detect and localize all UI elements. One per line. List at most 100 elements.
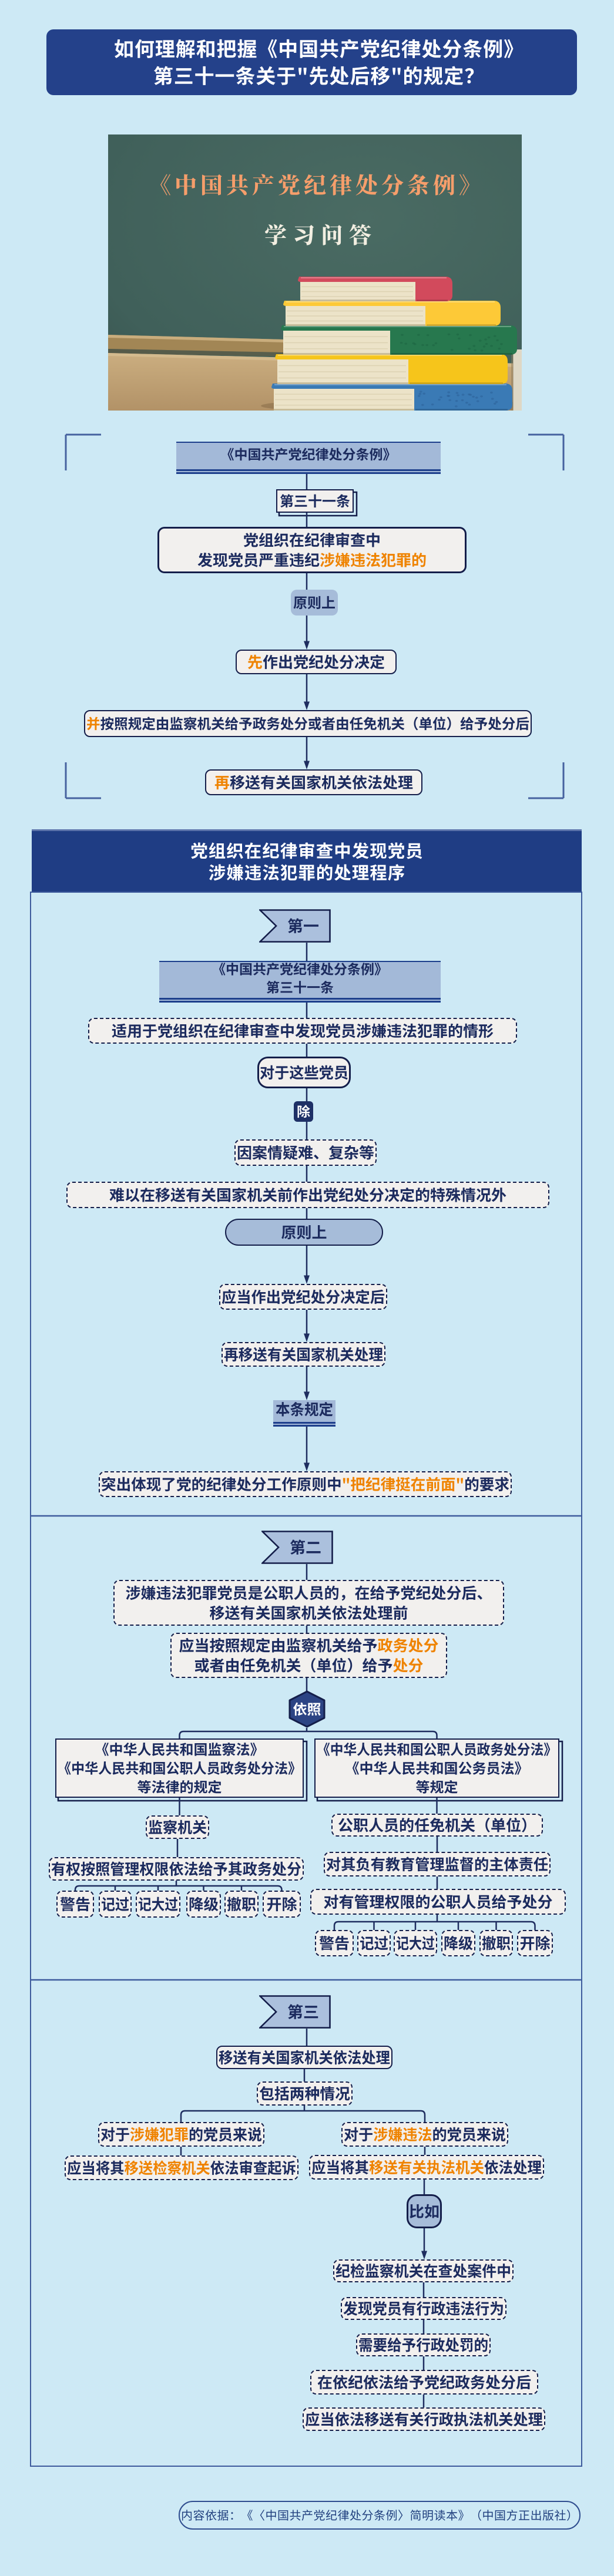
section1-principle-pill-glyphs [281, 1225, 327, 1240]
intro-step1-box: 先作出党纪处分决定 [236, 650, 397, 674]
section2-right-organ-box: 公职人员的任免机关（单位） [331, 1814, 543, 1837]
page-title-banner: 如何理解和把握《中国共产党纪律处分条例》第三十一条关于"先处后移"的规定？ [46, 29, 577, 95]
section1-exception1-box: 因案情疑难、复杂等 [234, 1139, 377, 1166]
sanction-right-3: 降级 [441, 1930, 475, 1956]
intro-regulation-bar: 《中国共产党纪律处分条例》 [176, 442, 441, 474]
section3-flag-glyphs [258, 1995, 331, 2029]
section2-left-power-box: 有权按照管理权限依法给予其政务处分 [49, 1857, 304, 1881]
sanction-left-0-glyphs [60, 1896, 90, 1912]
section2-basis-glyphs [288, 1690, 326, 1728]
sanction-right-2-glyphs [396, 1936, 435, 1951]
section3-right-action-box: 应当将其移送有关执法机关依法处理 [309, 2155, 544, 2180]
section2-right-scope-box-glyphs [324, 1894, 552, 1909]
intro-step3-box: 再移送有关国家机关依法处理 [205, 769, 422, 795]
sanction-right-4-glyphs [482, 1936, 511, 1951]
section2-basis-badge: 依照 [288, 1690, 326, 1728]
intro-principle-pill-glyphs [293, 596, 335, 610]
intro-regulation-bar-glyphs [227, 448, 390, 461]
intro-principle-pill: 原则上 [291, 590, 338, 616]
banner-title-glyphs [115, 39, 514, 86]
source-note: 内容依据：《〈中国共产党纪律处分条例〉简明读本》（中国方正出版社） [179, 2501, 581, 2530]
sanction-left-3-glyphs [189, 1896, 219, 1912]
sanction-left-4: 撤职 [224, 1891, 259, 1918]
section2-law-left-box: 《中华人民共和国监察法》《中华人民共和国公职人员政务处分法》等法律的规定 [55, 1738, 304, 1798]
section3-transfer-box-glyphs [219, 2050, 390, 2065]
section2-law-right-box: 《中华人民共和国公职人员政务处分法》《中华人民共和国公务员法》等规定 [314, 1738, 559, 1798]
section1-provision-box-glyphs [276, 1401, 333, 1417]
section1-exception2-box: 难以在移送有关国家机关前作出党纪处分决定的特殊情况外 [66, 1182, 549, 1208]
sanction-right-5-glyphs [520, 1935, 551, 1951]
procedure-title-band: 党组织在纪律审查中发现党员涉嫌违法犯罪的处理程序 [32, 829, 582, 892]
sanction-right-0: 警告 [315, 1930, 354, 1956]
section3-right-case-box: 对于涉嫌违法的党员来说 [341, 2122, 508, 2147]
sanction-left-5: 开除 [263, 1891, 301, 1918]
sanction-right-2: 记大过 [394, 1930, 437, 1956]
section3-cases-box-glyphs [259, 2086, 350, 2101]
section1-target-box-glyphs [260, 1065, 348, 1080]
section3-left-case-box: 对于涉嫌犯罪的党员来说 [98, 2122, 264, 2147]
section3-cases-box: 包括两种情况 [257, 2081, 353, 2106]
intro-step2-glyphs [87, 717, 529, 731]
intro-condition-box: 党组织在纪律审查中发现党员严重违纪涉嫌违法犯罪的 [157, 527, 467, 573]
section1-conclusion-box: 突出体现了党的纪律处分工作原则中"把纪律挺在前面"的要求 [99, 1471, 512, 1497]
section2-premise-box-glyphs [126, 1585, 482, 1620]
section1-target-box: 对于这些党员 [257, 1057, 351, 1088]
section1-step1-box-glyphs [222, 1289, 385, 1304]
section3-example-step2-box-glyphs [343, 2301, 503, 2316]
section1-except-glyphs [297, 1105, 310, 1118]
sanction-left-2: 记大过 [136, 1891, 180, 1918]
section2-left-organ-box-glyphs [149, 1820, 207, 1835]
section3-example-step4-box-glyphs [317, 2375, 531, 2390]
intro-article-box: 第三十一条 [276, 489, 354, 513]
sanction-left-3: 降级 [186, 1891, 221, 1918]
sanction-right-5: 开除 [517, 1930, 553, 1956]
section2-requirement-box: 应当按照规定由监察机关给予政务处分或者由任免机关（单位）给予处分 [170, 1633, 447, 1678]
section3-example-step5-box: 应当依法移送有关行政执法机关处理 [303, 2407, 545, 2431]
section1-provision-box: 本条规定 [273, 1400, 335, 1427]
section1-flag: 第一 [258, 909, 331, 943]
section2-right-organ-box-glyphs [338, 1817, 526, 1832]
section3-left-case-glyphs [100, 2127, 262, 2142]
section2-flag-glyphs [260, 1531, 333, 1564]
sanction-right-0-glyphs [319, 1936, 349, 1951]
section3-example-step1-box: 纪检监察机关在查处案件中 [333, 2259, 514, 2282]
section2-requirement-glyphs [179, 1637, 438, 1673]
section3-example-glyphs [407, 2194, 442, 2228]
intro-condition-glyphs [197, 532, 426, 567]
section1-flag-glyphs [258, 909, 331, 943]
procedure-title-glyphs [191, 842, 422, 880]
section1-step1-box: 应当作出党纪处分决定后 [219, 1284, 387, 1310]
footer-glyphs [182, 2509, 571, 2521]
section1-except-badge: 除 [294, 1101, 313, 1122]
section1-regulation-bar-glyphs [219, 962, 381, 994]
section2-premise-box: 涉嫌违法犯罪党员是公职人员的，在给予党纪处分后、移送有关国家机关依法处理前 [113, 1580, 504, 1626]
section3-example-step3-box-glyphs [359, 2338, 488, 2352]
section2-right-scope-box: 对有管理权限的公职人员给予处分 [310, 1889, 566, 1915]
cover-photo: 《中国共产党纪律处分条例》学习问答 [108, 134, 522, 411]
sanction-left-4-glyphs [227, 1896, 256, 1912]
section3-left-action-glyphs [67, 2160, 296, 2175]
section1-conclusion-glyphs [102, 1477, 509, 1492]
section1-scope-box: 适用于党组织在纪律审查中发现党员涉嫌违法犯罪的情形 [88, 1018, 517, 1044]
section1-exception1-box-glyphs [237, 1145, 374, 1160]
section3-example-step2-box: 发现党员有行政违法行为 [341, 2297, 506, 2320]
intro-step1-glyphs [248, 654, 385, 670]
section2-flag: 第二 [260, 1531, 333, 1564]
section2-left-organ-box: 监察机关 [146, 1815, 209, 1839]
section3-transfer-box: 移送有关国家机关依法处理 [216, 2046, 392, 2069]
section1-regulation-bar: 《中国共产党纪律处分条例》第三十一条 [159, 961, 441, 1003]
section2-right-duty-box: 对其负有教育管理监督的主体责任 [324, 1852, 551, 1876]
intro-step2-box: 并按照规定由监察机关给予政务处分或者由任免机关（单位）给予处分后 [84, 710, 532, 737]
section3-example-step3-box: 需要给予行政处罚的 [356, 2333, 491, 2356]
section1-exception2-box-glyphs [109, 1187, 506, 1202]
sanction-left-5-glyphs [267, 1896, 297, 1912]
sanction-right-4: 撤职 [479, 1930, 513, 1956]
cover-photo-art [108, 134, 522, 411]
intro-article-box-glyphs [280, 494, 350, 508]
section3-example-badge: 比如 [407, 2194, 442, 2228]
section3-right-action-glyphs [311, 2160, 542, 2175]
sanction-right-1-glyphs [360, 1936, 388, 1951]
section2-right-duty-box-glyphs [326, 1857, 548, 1872]
section1-scope-box-glyphs [112, 1023, 494, 1038]
